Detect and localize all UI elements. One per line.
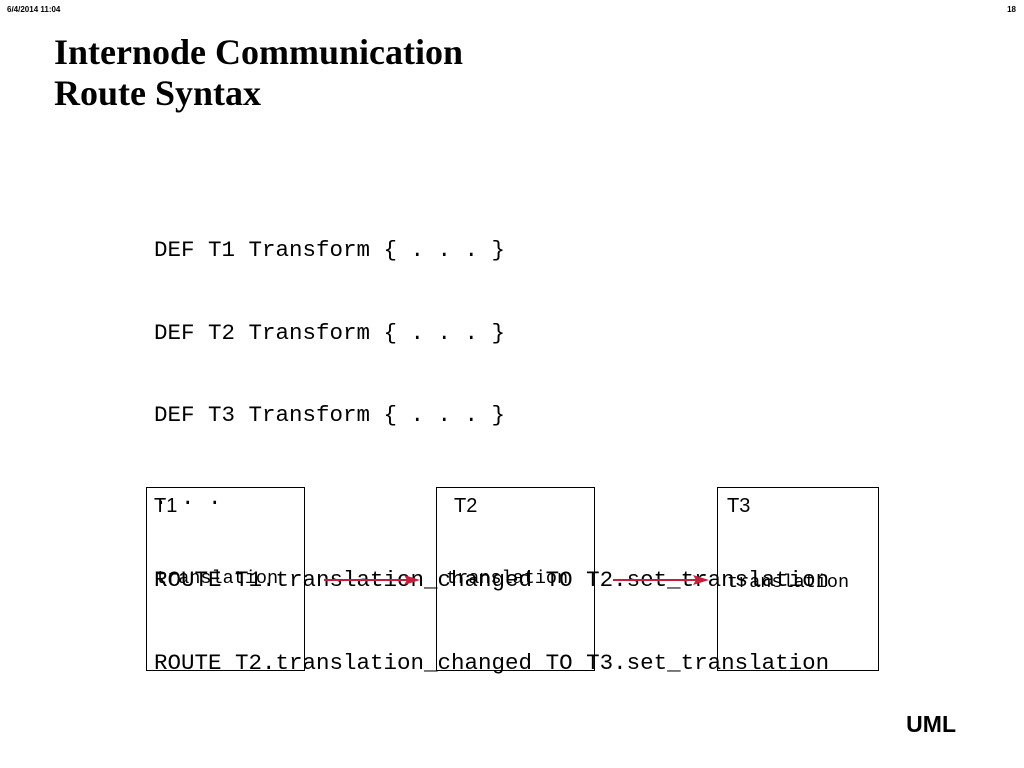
code-line-route-t1-t2: ROUTE T1.translation_changed TO T2.set_t… bbox=[154, 567, 830, 593]
code-line-ellipsis: . . . bbox=[154, 484, 222, 511]
route-arrow-t1-t2 bbox=[324, 575, 420, 585]
node-name-t2: T2 bbox=[454, 495, 478, 517]
node-field-t1: translation bbox=[156, 568, 279, 589]
code-line-route-t2-t3: ROUTE T2.translation_changed TO T3.set_t… bbox=[154, 649, 830, 676]
node-box-t3: T3 translation bbox=[717, 487, 879, 671]
node-field-t2: translation bbox=[446, 568, 569, 589]
node-box-t1: T1 translation bbox=[146, 487, 305, 671]
code-line-def-t3: DEF T3 Transform { . . . } bbox=[154, 402, 506, 428]
slide-title-line-2: Route Syntax bbox=[54, 73, 262, 113]
node-box-t2: T2 translation bbox=[436, 487, 595, 671]
code-line-def-t2: DEF T2 Transform { . . . } bbox=[154, 319, 506, 346]
route-code-block: DEF T1 Transform { . . . } DEF T2 Transf… bbox=[154, 182, 829, 705]
route-arrow-t2-t3 bbox=[613, 575, 709, 585]
slide-page-number: 18 bbox=[1007, 5, 1016, 14]
footer-uml-label: UML bbox=[906, 711, 956, 737]
slide-date-time: 6/4/2014 11:04 bbox=[7, 5, 61, 14]
slide-title-line-1: Internode Communication bbox=[54, 32, 464, 72]
node-field-t3: translation bbox=[727, 572, 850, 593]
code-line-def-t1: DEF T1 Transform { . . . } bbox=[154, 237, 506, 263]
node-name-t3: T3 bbox=[727, 495, 751, 517]
node-name-t1: T1 bbox=[154, 495, 178, 517]
slide-title: Internode Communication Route Syntax bbox=[54, 32, 463, 114]
